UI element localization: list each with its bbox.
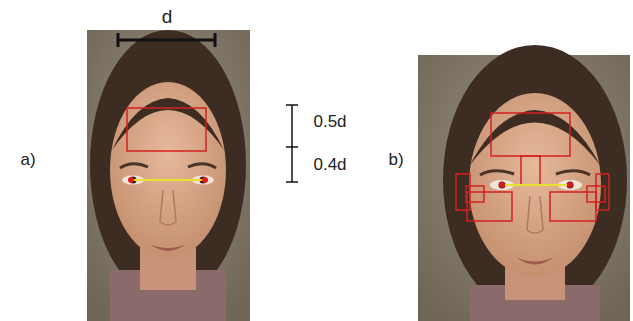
- dimension-label: d: [162, 7, 173, 28]
- dimension-label: 0.4d: [313, 156, 346, 175]
- panel-label: b): [388, 151, 403, 170]
- panel-label: a): [20, 151, 35, 170]
- dimension-label: 0.5d: [313, 113, 346, 132]
- dimension-bracket: [118, 33, 215, 47]
- dimension-bracket: [286, 105, 298, 182]
- face-photo-a: [87, 30, 250, 321]
- face-photo-b: [418, 45, 630, 321]
